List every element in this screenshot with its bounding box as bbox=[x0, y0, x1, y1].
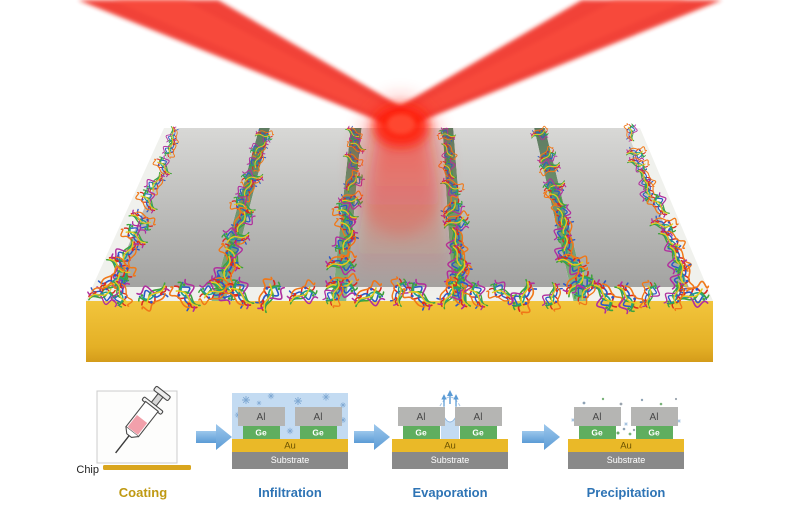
al-label: Al bbox=[257, 412, 266, 423]
al-block bbox=[238, 407, 285, 426]
substrate-label: Substrate bbox=[431, 455, 470, 465]
al-label: Al bbox=[417, 412, 426, 423]
grating-bar bbox=[453, 128, 571, 287]
ge-label: Ge bbox=[648, 428, 660, 438]
ge-label: Ge bbox=[591, 428, 603, 438]
ge-block bbox=[579, 426, 616, 439]
au-layer bbox=[232, 439, 348, 452]
substrate-label: Substrate bbox=[607, 455, 646, 465]
stage-coating: Chip Coating bbox=[76, 385, 191, 500]
laser-haze bbox=[350, 126, 456, 288]
ge-block bbox=[300, 426, 337, 439]
substrate-layer bbox=[568, 452, 684, 469]
syringe-icon bbox=[115, 385, 171, 454]
laser-beam-left-core bbox=[112, 0, 416, 126]
process-arrow-1 bbox=[196, 424, 232, 450]
au-label: Au bbox=[444, 441, 456, 452]
ge-block bbox=[460, 426, 497, 439]
laser-beams bbox=[78, 0, 722, 288]
al-label: Al bbox=[593, 412, 602, 423]
ge-block bbox=[636, 426, 673, 439]
laser-beam-right-core bbox=[384, 0, 688, 126]
ge-label: Ge bbox=[415, 428, 427, 438]
al-block bbox=[295, 407, 342, 426]
substrate-layer bbox=[232, 452, 348, 469]
stage-label-precipitation: Precipitation bbox=[587, 485, 666, 500]
stage-infiltration: Al Al Ge Ge Au Substrate Infiltration bbox=[232, 392, 348, 500]
grating-bar bbox=[229, 128, 351, 287]
grating-bar bbox=[544, 128, 689, 287]
ge-label: Ge bbox=[312, 428, 324, 438]
chip-3d-illustration bbox=[86, 122, 713, 362]
chip-strip bbox=[103, 465, 191, 470]
au-label: Au bbox=[284, 441, 296, 452]
chip-front-face bbox=[86, 301, 713, 362]
stage-evaporation: Al Al Ge Ge Au Substrate Evaporation bbox=[392, 390, 508, 500]
process-arrow-2 bbox=[354, 424, 390, 450]
stage-label-evaporation: Evaporation bbox=[412, 485, 487, 500]
process-arrow-3 bbox=[522, 424, 560, 450]
ge-block bbox=[243, 426, 280, 439]
al-label: Al bbox=[314, 412, 323, 423]
precipitate-particles bbox=[570, 397, 682, 436]
al-block bbox=[574, 407, 621, 426]
stage-label-infiltration: Infiltration bbox=[258, 485, 322, 500]
meniscus-liquid bbox=[441, 410, 459, 439]
al-label: Al bbox=[650, 412, 659, 423]
au-label: Au bbox=[620, 441, 632, 452]
al-label: Al bbox=[474, 412, 483, 423]
laser-focus-core bbox=[387, 114, 415, 134]
chip-strip-label: Chip bbox=[76, 464, 99, 476]
al-block bbox=[398, 407, 445, 426]
al-block bbox=[455, 407, 502, 426]
al-block bbox=[631, 407, 678, 426]
au-layer bbox=[568, 439, 684, 452]
stage-label-coating: Coating bbox=[119, 485, 167, 500]
substrate-label: Substrate bbox=[271, 455, 310, 465]
stage-precipitation: Al Al Ge Ge Au Substrate Precipitation bbox=[568, 397, 684, 500]
ge-block bbox=[403, 426, 440, 439]
evaporation-arrows bbox=[441, 390, 459, 407]
ge-label: Ge bbox=[472, 428, 484, 438]
ge-label: Ge bbox=[255, 428, 267, 438]
substrate-layer bbox=[392, 452, 508, 469]
au-layer bbox=[392, 439, 508, 452]
